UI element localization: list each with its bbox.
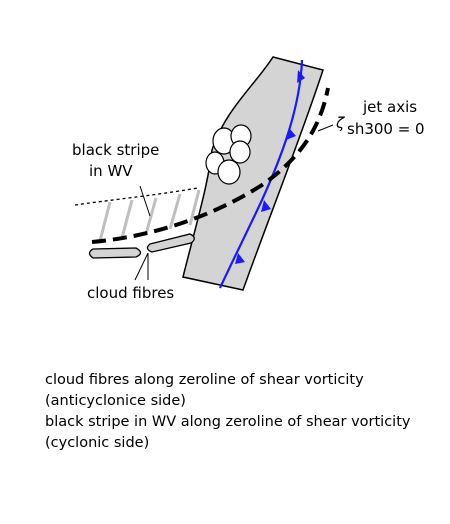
pointer-lines — [134, 124, 334, 281]
black-stripe-label-line1: black stripe — [72, 141, 159, 159]
zeta-symbol: ζ — [335, 114, 345, 132]
caption-line-2: (anticyclonice side) — [45, 393, 186, 409]
black-stripe-wv — [74, 187, 201, 242]
cloud-band — [182, 56, 324, 291]
caption-line-4: (cyclonic side) — [45, 435, 150, 451]
jet-axis-label: jet axis — [362, 98, 417, 116]
figure-caption: cloud fibres along zeroline of shear vor… — [45, 370, 445, 454]
caption-line-3: black stripe in WV along zeroline of she… — [45, 414, 411, 430]
caption-line-1: cloud fibres along zeroline of shear vor… — [45, 372, 364, 388]
convective-cells — [205, 124, 252, 185]
black-stripe-label-line2: in WV — [89, 162, 133, 180]
zero-condition-label: sh300 = 0 — [347, 120, 425, 138]
cloud-fibres-label: cloud fibres — [87, 284, 174, 302]
cloud-fibres — [88, 233, 195, 259]
cold-front — [219, 59, 305, 289]
jet-axis-line — [91, 87, 330, 244]
